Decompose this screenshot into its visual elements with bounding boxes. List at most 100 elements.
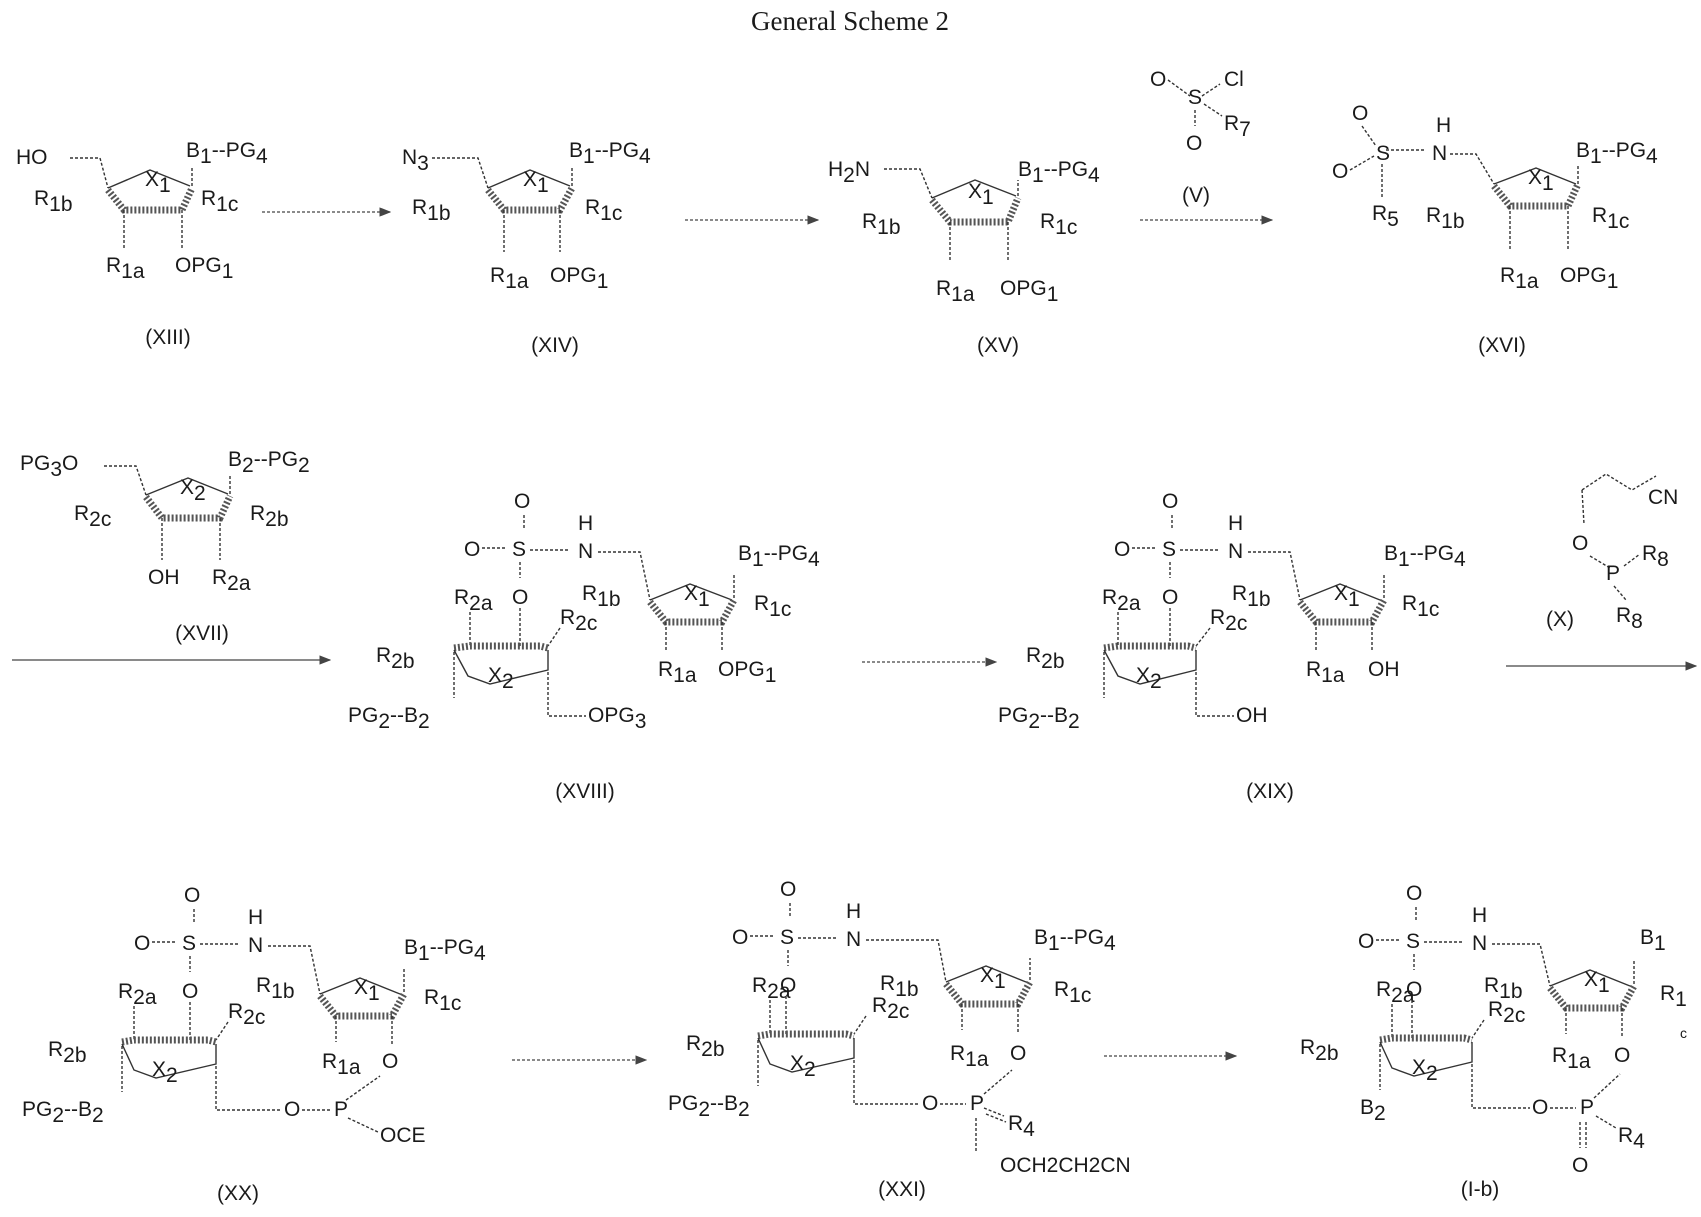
- compound-xx: O O S H N O X1 B1--PG4 R1b R1c R1a O R2a…: [22, 884, 486, 1205]
- svg-text:P: P: [334, 1098, 348, 1121]
- svg-text:PG2--B2: PG2--B2: [348, 704, 430, 733]
- svg-text:O: O: [1406, 882, 1422, 905]
- svg-text:O: O: [780, 878, 796, 901]
- svg-text:R2c: R2c: [1210, 606, 1247, 635]
- svg-text:H: H: [248, 906, 263, 929]
- svg-text:B1--PG4: B1--PG4: [569, 139, 651, 168]
- svg-text:O: O: [1572, 1154, 1588, 1177]
- svg-text:O: O: [1114, 538, 1130, 561]
- svg-text:O: O: [134, 932, 150, 955]
- svg-text:O: O: [1614, 1044, 1630, 1067]
- svg-text:OPG1: OPG1: [1560, 264, 1618, 293]
- svg-text:N: N: [578, 540, 593, 563]
- svg-text:R1c: R1c: [201, 187, 238, 216]
- oce-group: OCE: [380, 1124, 426, 1147]
- svg-text:R1a: R1a: [1552, 1044, 1591, 1073]
- svg-text:X1: X1: [684, 582, 710, 611]
- svg-text:R2a: R2a: [1102, 586, 1141, 615]
- base-b2: B2: [1360, 1096, 1386, 1125]
- svg-text:O: O: [184, 884, 200, 907]
- svg-text:B1--PG4: B1--PG4: [738, 542, 820, 571]
- svg-text:R2b: R2b: [250, 502, 289, 531]
- svg-text:R1a: R1a: [658, 658, 697, 687]
- svg-text:R1c: R1c: [754, 592, 791, 621]
- svg-text:O: O: [1532, 1096, 1548, 1119]
- svg-text:R1a: R1a: [1306, 658, 1345, 687]
- svg-text:O: O: [382, 1050, 398, 1073]
- compound-i-b: O O S H N O X1 B1 R1b R1 c R1a O R2a R2c…: [1300, 882, 1687, 1201]
- svg-text:PG2--B2: PG2--B2: [998, 704, 1080, 733]
- svg-text:R1c: R1c: [1402, 592, 1439, 621]
- svg-text:B1--PG4: B1--PG4: [1384, 542, 1466, 571]
- svg-text:R1c: R1c: [1054, 978, 1091, 1007]
- svg-text:R1c: R1c: [585, 196, 622, 225]
- svg-text:R2a: R2a: [118, 980, 157, 1009]
- svg-text:X1: X1: [1584, 968, 1610, 997]
- svg-text:N: N: [1432, 142, 1447, 165]
- svg-text:O: O: [1150, 68, 1166, 91]
- svg-text:P: P: [1606, 562, 1620, 585]
- svg-text:S: S: [780, 926, 794, 949]
- svg-text:S: S: [1162, 538, 1176, 561]
- svg-text:O: O: [464, 538, 480, 561]
- svg-text:R2a: R2a: [454, 586, 493, 615]
- svg-text:R1c: R1c: [1592, 204, 1629, 233]
- svg-text:R1a: R1a: [490, 264, 529, 293]
- svg-text:OPG1: OPG1: [550, 264, 608, 293]
- compound-xvii: PG3O X2 B2--PG2 R2c R2b OH R2a (XVII): [20, 448, 310, 645]
- svg-text:S: S: [1406, 930, 1420, 953]
- svg-text:R1b: R1b: [412, 196, 451, 225]
- compound-label-xiv: (XIV): [531, 334, 579, 357]
- svg-text:R8: R8: [1616, 604, 1643, 633]
- svg-text:X1: X1: [1528, 166, 1554, 195]
- svg-text:H: H: [1228, 512, 1243, 535]
- svg-text:H: H: [1436, 114, 1451, 137]
- svg-text:O: O: [1162, 586, 1178, 609]
- svg-text:B1--PG4: B1--PG4: [404, 936, 486, 965]
- compound-label-xvi: (XVI): [1478, 334, 1526, 357]
- compound-label-i-b: (I-b): [1461, 1178, 1500, 1201]
- svg-text:O: O: [1332, 160, 1348, 183]
- svg-text:P: P: [1580, 1096, 1594, 1119]
- svg-text:B2--PG2: B2--PG2: [228, 448, 310, 477]
- compound-xv: H2N X1 B1--PG4 R1b R1c R1a OPG1 (XV): [828, 158, 1100, 357]
- svg-text:O: O: [182, 980, 198, 1003]
- svg-text:R1a: R1a: [936, 277, 975, 306]
- svg-text:OPG1: OPG1: [175, 254, 233, 283]
- svg-text:B1--PG4: B1--PG4: [1018, 158, 1100, 187]
- svg-text:R1b: R1b: [1426, 204, 1465, 233]
- compound-label-xxi: (XXI): [878, 1178, 926, 1201]
- svg-text:R2b: R2b: [1026, 644, 1065, 673]
- svg-text:O: O: [1358, 930, 1374, 953]
- svg-text:O: O: [514, 490, 530, 513]
- reagent-x-cyano: CN: [1648, 486, 1678, 509]
- svg-text:R1c: R1c: [1040, 210, 1077, 239]
- svg-text:N: N: [1228, 540, 1243, 563]
- svg-text:R1a: R1a: [106, 254, 145, 283]
- reagent-x: CN O P R8 R8 (X): [1546, 474, 1678, 633]
- svg-text:R1b: R1b: [34, 187, 73, 216]
- compound-xiii: HO X1 B1--PG4 R1b R1c R1a OPG1 (XIII): [16, 139, 268, 349]
- svg-text:R1a: R1a: [950, 1042, 989, 1071]
- svg-text:R1a: R1a: [322, 1050, 361, 1079]
- svg-text:O: O: [732, 926, 748, 949]
- svg-text:X2: X2: [488, 664, 514, 693]
- svg-text:H: H: [846, 900, 861, 923]
- base-b1: B1: [1640, 926, 1666, 955]
- svg-text:O: O: [922, 1092, 938, 1115]
- svg-text:N: N: [1472, 932, 1487, 955]
- svg-text:N: N: [846, 928, 861, 951]
- svg-text:OPG1: OPG1: [718, 658, 776, 687]
- svg-text:O: O: [1162, 490, 1178, 513]
- svg-text:H: H: [578, 512, 593, 535]
- svg-text:R5: R5: [1372, 202, 1399, 231]
- svg-text:PG3O: PG3O: [20, 452, 78, 481]
- compound-xix: O O S H N O X1 B1--PG4 R1b R1c R1a OH R2…: [998, 490, 1466, 803]
- compound-xiv: N3 X1 B1--PG4 R1b R1c R1a OPG1 (XIV): [402, 139, 651, 357]
- svg-text:R4: R4: [1008, 1112, 1035, 1141]
- compound-label-xv: (XV): [977, 334, 1019, 357]
- svg-text:R2c: R2c: [560, 606, 597, 635]
- svg-text:P: P: [970, 1092, 984, 1115]
- compound-label-xx: (XX): [217, 1182, 259, 1205]
